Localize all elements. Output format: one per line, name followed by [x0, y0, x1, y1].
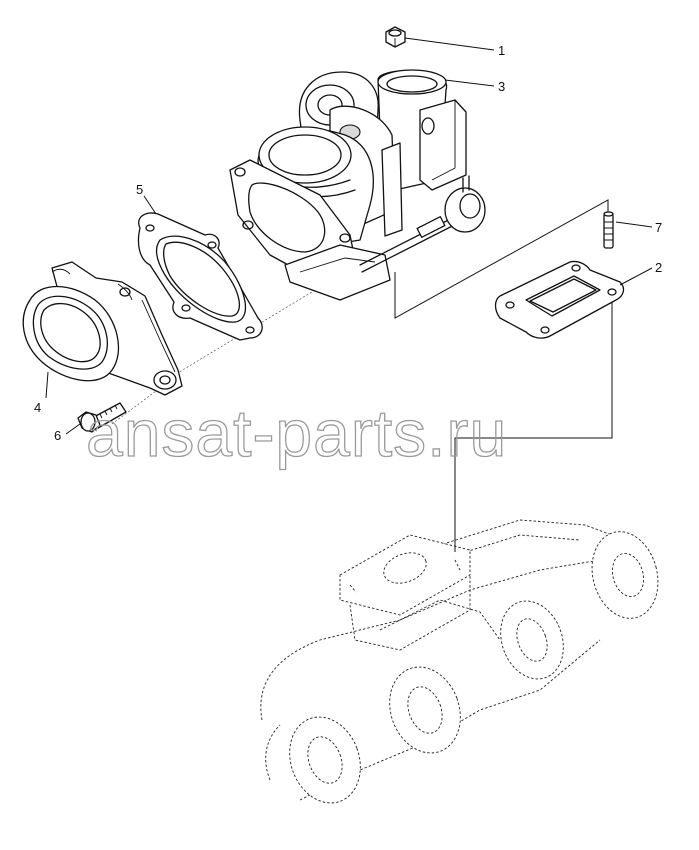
- callout-1: 1: [498, 43, 505, 58]
- exhaust-manifold-phantom: [260, 519, 659, 804]
- exhaust-elbow-adapter: [22, 261, 183, 396]
- callout-4: 4: [34, 400, 41, 415]
- turbocharger: [229, 69, 486, 301]
- alignment-lines: [111, 265, 356, 425]
- watermark-text: ansat-parts.ru: [86, 396, 507, 470]
- turbine-inlet-gasket: [137, 212, 263, 341]
- callout-7: 7: [655, 220, 662, 235]
- callout-6: 6: [54, 428, 61, 443]
- stud: [603, 211, 614, 249]
- assembly-bracket-lines: [394, 199, 613, 552]
- callout-2: 2: [655, 260, 662, 275]
- outlet-flange-gasket: [494, 260, 625, 339]
- flange-bolt: [77, 402, 127, 433]
- leader-lines: [45, 37, 653, 435]
- nut: [385, 26, 406, 48]
- callout-3: 3: [498, 79, 505, 94]
- callout-labels: 1 3 7 2 5 4 6: [34, 43, 662, 443]
- callout-5: 5: [136, 182, 143, 197]
